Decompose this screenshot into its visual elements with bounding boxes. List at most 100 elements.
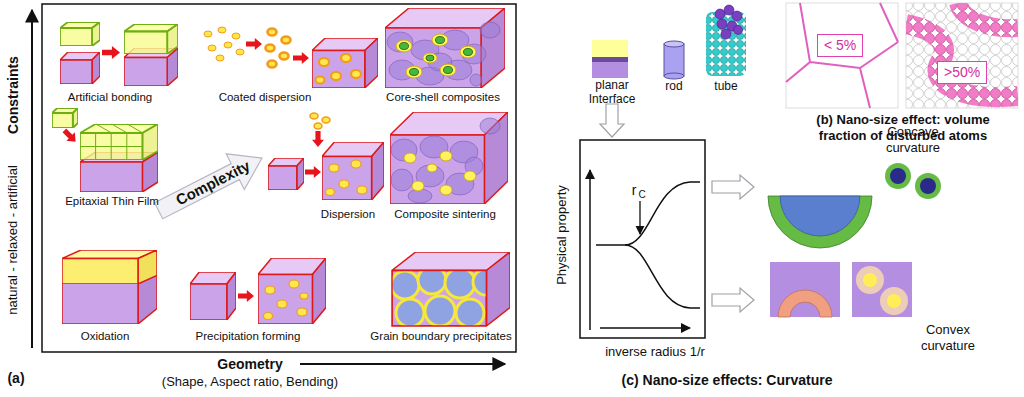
grain-boundary-figure-part-part bbox=[473, 271, 486, 296]
property-graph-part bbox=[625, 245, 700, 308]
coated-dispersion-figure-part-part bbox=[224, 42, 232, 48]
axis-arrow-part bbox=[31, 10, 33, 348]
coated-dispersion-figure-part bbox=[316, 54, 362, 84]
planar-interface-icon-part bbox=[592, 40, 628, 57]
artificial-bonding-figure-part bbox=[60, 22, 100, 46]
property-graph-part bbox=[580, 140, 705, 338]
property-graph bbox=[580, 140, 705, 338]
dispersion-figure-part bbox=[310, 113, 330, 129]
epitaxial-film-figure-part bbox=[80, 124, 143, 160]
item-caption: Epitaxial Thin Film bbox=[65, 195, 159, 209]
property-graph-part bbox=[639, 201, 640, 234]
tube-icon-part bbox=[715, 5, 743, 39]
atom-panel-part bbox=[906, 3, 1018, 97]
tube-icon-part bbox=[706, 12, 746, 76]
tube-icon-part-part bbox=[734, 26, 743, 35]
convex-figure-part bbox=[778, 290, 832, 317]
coated-dispersion-figure-part-part bbox=[208, 45, 216, 51]
convex-figure bbox=[770, 262, 912, 317]
core-shell-figure-part-part bbox=[423, 53, 437, 63]
property-graph-part bbox=[600, 327, 690, 329]
core-shell-figure-part-part bbox=[480, 22, 500, 38]
dispersion-figure-part-part bbox=[314, 123, 322, 129]
core-shell-figure-part-part bbox=[406, 66, 422, 78]
epitaxial-film-figure-part-part bbox=[96, 124, 112, 133]
figure-caption: Concave curvature bbox=[877, 124, 949, 155]
grain-boundary-figure bbox=[391, 252, 510, 327]
convex-figure-part bbox=[856, 266, 884, 294]
dispersion-figure-part-part bbox=[326, 189, 335, 196]
item-caption: Dispersion bbox=[321, 208, 375, 222]
atom-panel-part bbox=[906, 3, 1018, 108]
item-caption: Artificial bonding bbox=[68, 91, 152, 105]
item-caption: Composite sintering bbox=[394, 208, 496, 222]
symbol-label: r bbox=[632, 182, 637, 199]
coated-dispersion-figure-part-part bbox=[268, 29, 277, 36]
panel-frame-part bbox=[42, 4, 516, 352]
precipitation-figure-part-part bbox=[297, 308, 307, 316]
arrow-label: Complexity bbox=[173, 157, 253, 210]
item-caption: Oxidation bbox=[81, 330, 130, 344]
composite-sintering-figure-part-part bbox=[412, 181, 424, 191]
epitaxial-film-figure-part-part bbox=[127, 124, 143, 133]
composite-sintering-figure-part-part bbox=[440, 151, 452, 161]
core-shell-figure-part-part bbox=[460, 46, 476, 58]
dispersion-figure-part-part bbox=[357, 186, 367, 194]
grain-boundary-figure-part-part bbox=[396, 299, 424, 326]
axis-subtitle: (Shape, Aspect ratio, Bending) bbox=[162, 374, 338, 390]
grain-boundary-figure-part-part bbox=[418, 271, 446, 295]
concave-figure-part bbox=[920, 178, 936, 194]
axis-arrow-part bbox=[300, 363, 505, 365]
coated-dispersion-figure-part bbox=[312, 38, 378, 88]
concave-figure-part bbox=[890, 168, 906, 184]
dispersion-figure-part bbox=[305, 166, 321, 178]
artificial-bonding-figure-part bbox=[60, 52, 100, 84]
epitaxial-film-figure bbox=[52, 108, 158, 192]
grain-boundary-figure-part bbox=[392, 271, 486, 327]
core-shell-figure-part bbox=[396, 34, 476, 78]
composite-sintering-figure-part-part bbox=[440, 185, 452, 195]
grain-boundary-figure-part-part bbox=[456, 299, 484, 326]
core-shell-figure-part-part bbox=[396, 40, 412, 52]
dispersion-figure-part bbox=[326, 160, 368, 196]
composite-sintering-figure-part-part bbox=[464, 171, 476, 181]
panel-letter: (a) bbox=[7, 370, 24, 387]
complexity-arrow bbox=[150, 140, 272, 228]
rod-icon bbox=[664, 41, 684, 79]
oxidation-figure bbox=[62, 250, 157, 324]
percent-box: < 5% bbox=[817, 34, 863, 57]
atom-panel-part-part bbox=[958, 3, 1018, 28]
dispersion-figure-part bbox=[268, 158, 304, 190]
grain-boundary-figure-part bbox=[392, 252, 510, 326]
core-shell-figure-part-part bbox=[470, 74, 482, 86]
complexity-arrow-part bbox=[150, 140, 272, 228]
panel-frame bbox=[42, 4, 516, 352]
core-shell-figure-part-part bbox=[387, 32, 413, 52]
coated-dispersion-figure-part-part bbox=[236, 49, 244, 55]
dispersion-figure-part-part bbox=[339, 180, 349, 188]
core-shell-figure-part-part bbox=[436, 37, 445, 44]
precipitation-figure-part-part bbox=[265, 286, 275, 294]
figure-caption: Convex curvature bbox=[912, 322, 984, 353]
coated-dispersion-figure-part bbox=[266, 29, 291, 68]
epitaxial-film-figure-part bbox=[60, 126, 80, 146]
coated-dispersion-figure-part-part bbox=[280, 53, 289, 60]
axis-title: Physical property bbox=[554, 185, 570, 285]
dispersion-figure-part bbox=[312, 131, 324, 147]
property-graph-part bbox=[596, 182, 700, 245]
precipitation-figure-part bbox=[238, 290, 254, 302]
planar-interface-icon-part bbox=[592, 62, 628, 78]
precipitation-figure-part-part bbox=[289, 280, 299, 288]
tube-icon-part-part bbox=[715, 9, 725, 19]
convex-figure-part bbox=[770, 262, 840, 317]
item-caption: Coated dispersion bbox=[219, 91, 312, 105]
precipitation-figure-part-part bbox=[300, 293, 308, 299]
grain-panel bbox=[786, 3, 898, 108]
composite-sintering-figure-part-part bbox=[427, 164, 437, 172]
composite-sintering-figure-part bbox=[391, 118, 500, 203]
core-shell-figure-part bbox=[400, 37, 473, 76]
coated-dispersion-figure-part-part bbox=[216, 55, 224, 61]
artificial-bonding-figure-part bbox=[102, 46, 120, 59]
rod-icon-part bbox=[664, 44, 684, 76]
